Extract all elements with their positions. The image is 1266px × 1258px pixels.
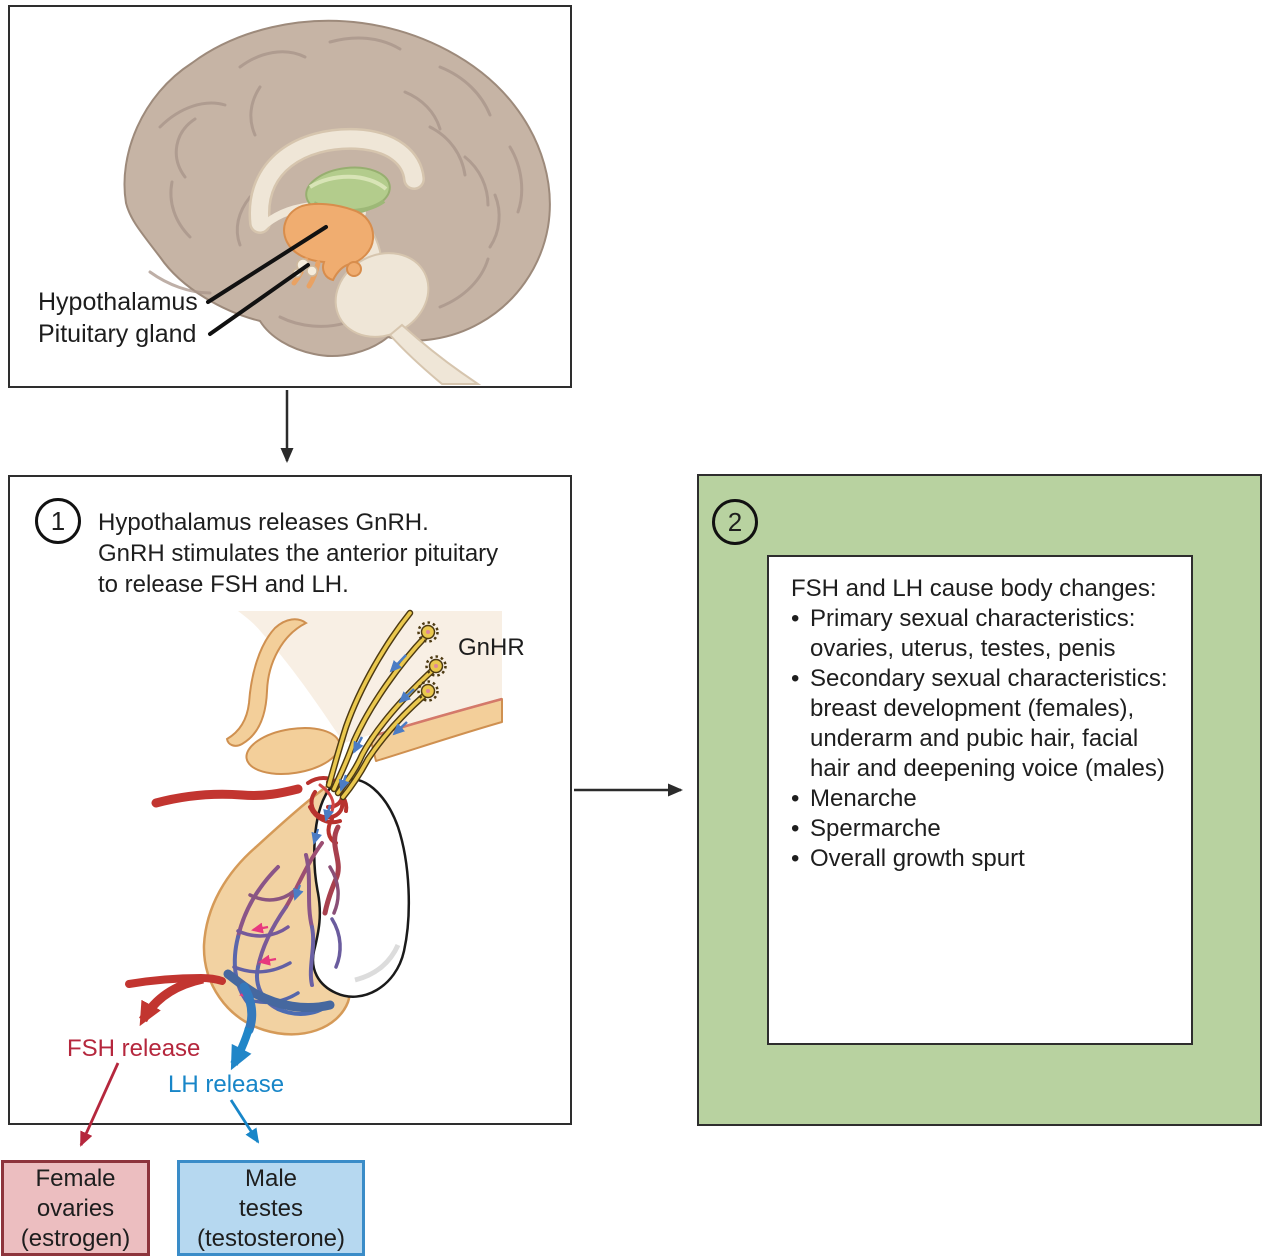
artery-exit-tube [125,973,226,988]
tissue-hook [225,618,308,747]
bulb-shading [354,943,401,983]
pituitary-gland-label: Pituitary gland [38,320,196,348]
fiber-flow-arrows [323,654,415,822]
step2-content-box: FSH and LH cause body changes: • Primary… [767,555,1193,1045]
bullet-line: Primary sexual characteristics: [810,605,1136,632]
bullet-line: breast development (females), [810,695,1135,722]
lh-release-label: LH release [168,1071,284,1098]
corpus-callosum-fill [251,130,423,232]
female-box-line: (estrogen) [20,1225,131,1252]
brain-panel: Hypothalamus Pituitary gland [8,5,572,388]
step1-caption: Hypothalamus releases GnRH. GnRH stimula… [98,507,498,600]
female-box-line: ovaries [36,1195,115,1222]
bullet-line: Secondary sexual characteristics: [810,665,1168,692]
artery-tube [151,784,303,808]
brain-illustration: Hypothalamus Pituitary gland [38,19,551,385]
bullet-dot: • [791,815,800,842]
median-eminence [245,727,341,775]
bullet-line: hair and deepening voice (males) [810,755,1165,782]
step2-panel: 2 FSH and LH cause body changes: • Prima… [697,474,1262,1126]
list-item: • Primary sexual characteristics: ovarie… [791,604,1177,664]
list-item: • Overall growth spurt [791,844,1177,874]
step1-caption-line: to release FSH and LH. [98,571,349,598]
step1-number-badge: 1 [35,498,81,544]
male-testes-box: Male testes (testosterone) [177,1160,365,1256]
bullet-dot: • [791,845,800,872]
gnrh-neuron-bodies [417,621,447,702]
pituitary-pointer-line [208,263,310,336]
step1-caption-line: Hypothalamus releases GnRH. [98,509,429,536]
bullet-line: underarm and pubic hair, facial [810,725,1139,752]
female-box-line: Female [35,1165,116,1192]
list-item: • Secondary sexual characteristics: brea… [791,664,1177,784]
male-box-line: testes [238,1195,304,1222]
step2-number-badge: 2 [712,499,758,545]
list-item: • Menarche [791,784,1177,814]
step2-heading: FSH and LH cause body changes: [791,575,1157,602]
gnrh-neuron-fibers [325,609,439,801]
lh-thick-arrow [230,1026,253,1071]
bullet-dot: • [791,605,800,632]
male-box-line: Male [244,1165,298,1192]
step1-caption-line: GnRH stimulates the anterior pituitary [98,540,499,567]
bullet-line: Spermarche [810,815,941,842]
gnhr-label: GnHR [458,634,525,661]
hypothalamus-pointer-line [206,225,328,304]
male-box-line: (testosterone) [196,1225,346,1252]
bullet-line: Overall growth spurt [810,845,1025,872]
step1-panel: 1 Hypothalamus releases GnRH. GnRH stimu… [8,475,572,1125]
pituitary-illustration: GnHR FSH release LH release [67,609,525,1098]
bullet-dot: • [791,665,800,692]
bullet-line: ovaries, uterus, testes, penis [810,635,1116,662]
bullet-line: Menarche [810,785,917,812]
pointer-lines [206,225,328,336]
list-item: • Spermarche [791,814,1177,844]
fsh-release-label: FSH release [67,1035,200,1062]
gyri-lines [148,36,524,328]
vein-bend [239,982,257,1035]
vein-tube [223,969,335,1012]
fsh-thick-arrow [139,974,205,1027]
female-ovaries-box: Female ovaries (estrogen) [1,1160,150,1256]
hypothalamus-label: Hypothalamus [38,288,198,316]
bullet-dot: • [791,785,800,812]
